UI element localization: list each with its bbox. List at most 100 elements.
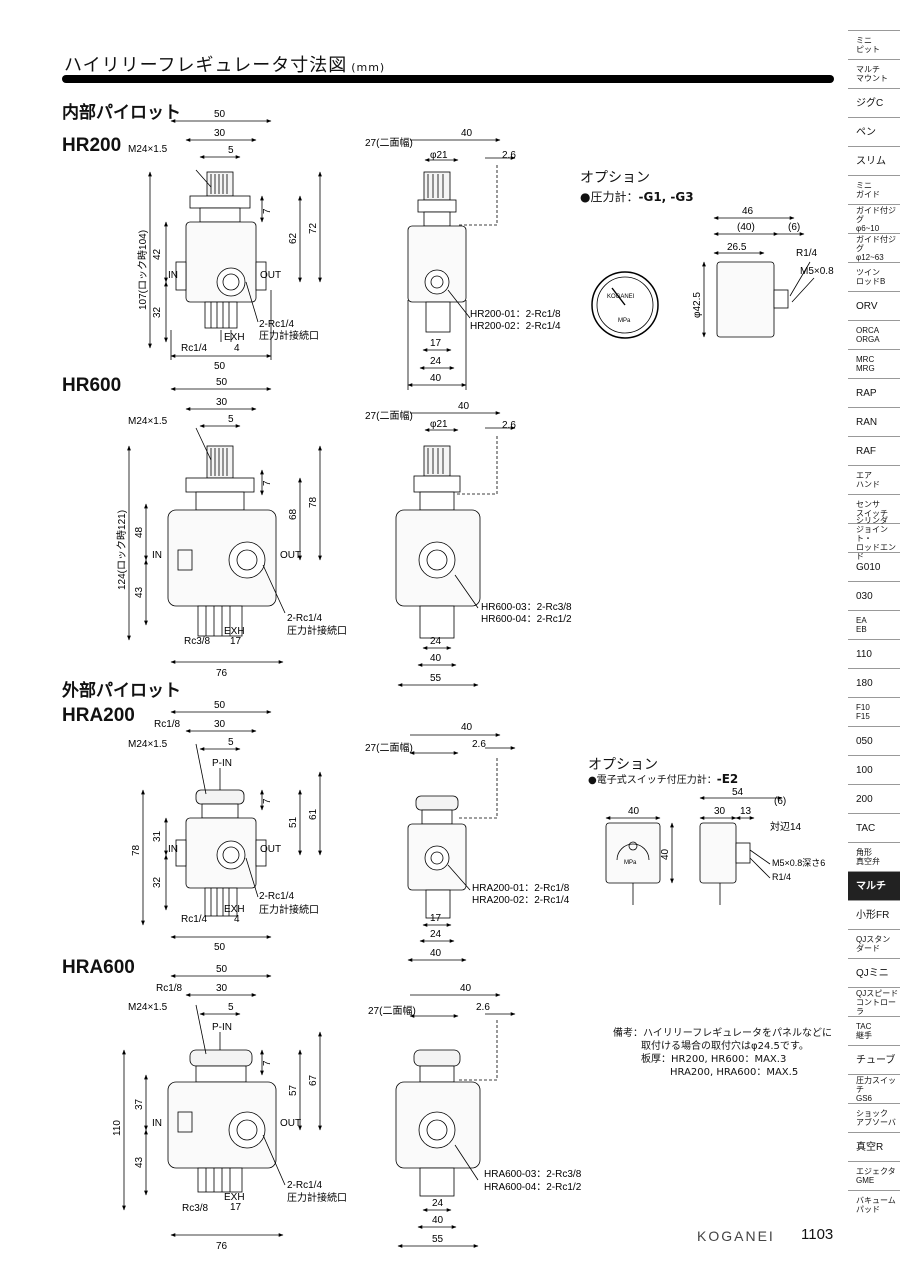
sidebar-tab[interactable]: ツイン ロッドB: [848, 262, 900, 291]
hra200-pin: P-IN: [212, 758, 232, 769]
hra200-dim-40-top: 40: [461, 722, 473, 733]
sidebar-tab[interactable]: バキューム パッド: [848, 1190, 900, 1219]
gauge-dim-40p: (40): [737, 222, 755, 233]
sidebar-tab[interactable]: ミニ ピット: [848, 30, 900, 59]
label-gauge-port: 圧力計接続口: [259, 329, 319, 342]
hra200-2rc14: 2-Rc1/4: [259, 891, 294, 902]
sidebar-tab[interactable]: ショック アブソーバ: [848, 1103, 900, 1132]
sidebar-tab[interactable]: マルチ: [848, 871, 900, 900]
note-line-4: HRA200, HRA600：MAX.5: [670, 1067, 799, 1078]
hra200-dim-51: 51: [288, 816, 299, 828]
sidebar-tab[interactable]: 小形FR: [848, 900, 900, 929]
label-exh: EXH: [224, 332, 245, 343]
dim-7: 7: [262, 208, 273, 214]
sidebar-tab[interactable]: QJミニ: [848, 958, 900, 987]
sidebar-tab[interactable]: EA EB: [848, 610, 900, 639]
hr600-dim-48: 48: [134, 526, 145, 538]
gauge-m5: M5×0.8: [800, 266, 834, 277]
hra200-dim-17: 17: [430, 913, 442, 924]
hra600-dim-30: 30: [216, 983, 228, 994]
hra200-dim-24: 24: [430, 929, 442, 940]
option1-bullet: ●圧力計：: [580, 190, 639, 204]
hr200-front-view: [148, 119, 322, 360]
sidebar-tab[interactable]: F10 F15: [848, 697, 900, 726]
model-hr600: HR600: [62, 375, 122, 396]
sidebar-tab[interactable]: ORV: [848, 291, 900, 320]
sidebar-tab[interactable]: TAC: [848, 813, 900, 842]
hra600-dim-43: 43: [134, 1156, 145, 1168]
hra200-dim-32: 32: [152, 876, 163, 888]
sidebar-tab[interactable]: チューブ: [848, 1045, 900, 1074]
egauge-m5: M5×0.8深さ6: [772, 858, 825, 868]
dim-62: 62: [288, 232, 299, 244]
sidebar-tab[interactable]: QJスピード コントローラ: [848, 987, 900, 1016]
label-hr200-01: HR200-01：2-Rc1/8: [470, 309, 561, 320]
sidebar-tab[interactable]: 030: [848, 581, 900, 610]
dim-5: 5: [228, 145, 234, 156]
sidebar-tab[interactable]: 圧力スイッチ GS6: [848, 1074, 900, 1103]
hra600-nikomen: 27(二面幅): [368, 1004, 416, 1017]
sidebar-tab[interactable]: エア ハンド: [848, 465, 900, 494]
sidebar-tab[interactable]: センサ スイッチ: [848, 494, 900, 523]
hr600-lock121: 124(ロック時121): [116, 510, 128, 590]
egauge-dim-13: 13: [740, 806, 752, 817]
hra600-dim-40-top: 40: [460, 983, 472, 994]
sidebar-tab[interactable]: マルチ マウント: [848, 59, 900, 88]
egauge-dim-6p: (6): [774, 796, 786, 807]
sidebar-tab[interactable]: 角形 真空弁: [848, 842, 900, 871]
gauge-dim-6p: (6): [788, 222, 800, 233]
gauge-dim-26-5: 26.5: [727, 242, 747, 253]
sidebar-tab[interactable]: エジェクタ GME: [848, 1161, 900, 1190]
dim-72: 72: [308, 222, 319, 234]
hra200-dim-5: 5: [228, 737, 234, 748]
hra600-dim-7: 7: [262, 1060, 273, 1066]
dim-24: 24: [430, 356, 442, 367]
sidebar-tab[interactable]: 100: [848, 755, 900, 784]
title-text: ハイリリーフレギュレータ寸法図: [64, 55, 348, 76]
dim-32: 32: [152, 306, 163, 318]
title-unit: (mm): [351, 61, 386, 74]
sidebar-tab[interactable]: 真空R: [848, 1132, 900, 1161]
hra200-dim-4: 4: [234, 914, 240, 925]
option2-heading: オプション: [588, 757, 658, 773]
sidebar-tab[interactable]: ガイド付ジグ φ6~10: [848, 204, 900, 233]
hra600-in: IN: [152, 1118, 162, 1129]
hra600-dim-110: 110: [112, 1120, 123, 1136]
sidebar-tab[interactable]: QJスタン ダード: [848, 929, 900, 958]
sidebar-tab[interactable]: 110: [848, 639, 900, 668]
sidebar-tab[interactable]: ジグC: [848, 88, 900, 117]
label-hra600-03: HRA600-03：2-Rc3/8: [484, 1169, 582, 1180]
label-hr600-03: HR600-03：2-Rc3/8: [481, 602, 572, 613]
sidebar-tab[interactable]: ミニ ガイド: [848, 175, 900, 204]
label-hra200-02: HRA200-02：2-Rc1/4: [472, 895, 570, 906]
hra600-side-view: [395, 993, 516, 1248]
sidebar-tab[interactable]: ペン: [848, 117, 900, 146]
option2-bullet: ●電子式スイッチ付圧力計：: [588, 775, 717, 786]
hr600-dim-43: 43: [134, 586, 145, 598]
sidebar-tab[interactable]: スリム: [848, 146, 900, 175]
sidebar-tab[interactable]: 200: [848, 784, 900, 813]
sidebar-tab[interactable]: RAN: [848, 407, 900, 436]
sidebar-tab[interactable]: ガイド付ジグ φ12~63: [848, 233, 900, 262]
section-internal-pilot: 内部パイロット: [62, 103, 181, 123]
sidebar-tab[interactable]: 180: [848, 668, 900, 697]
sidebar-tab[interactable]: 050: [848, 726, 900, 755]
egauge-taihen: 対辺14: [770, 820, 802, 833]
hra200-gauge-port: 圧力計接続口: [259, 903, 319, 916]
hr600-nikomen: 27(二面幅): [365, 409, 413, 422]
sidebar-tab[interactable]: シリンダ ジョイント・ ロッドエンド: [848, 516, 900, 561]
sidebar-tab[interactable]: ORCA ORGA: [848, 320, 900, 349]
sidebar-tab[interactable]: G010: [848, 552, 900, 581]
hra600-dim-37: 37: [134, 1098, 145, 1110]
sidebar-tab[interactable]: TAC 継手: [848, 1016, 900, 1045]
egauge-r14: R1/4: [772, 872, 791, 882]
sidebar-tab[interactable]: MRC MRG: [848, 349, 900, 378]
sidebar-tab[interactable]: RAP: [848, 378, 900, 407]
hr600-dim-40-top: 40: [458, 401, 470, 412]
sidebar-tab[interactable]: RAF: [848, 436, 900, 465]
hr600-m24: M24×1.5: [128, 416, 168, 427]
hra200-m24: M24×1.5: [128, 739, 168, 750]
hr600-in: IN: [152, 550, 162, 561]
hra200-out: OUT: [260, 844, 281, 855]
